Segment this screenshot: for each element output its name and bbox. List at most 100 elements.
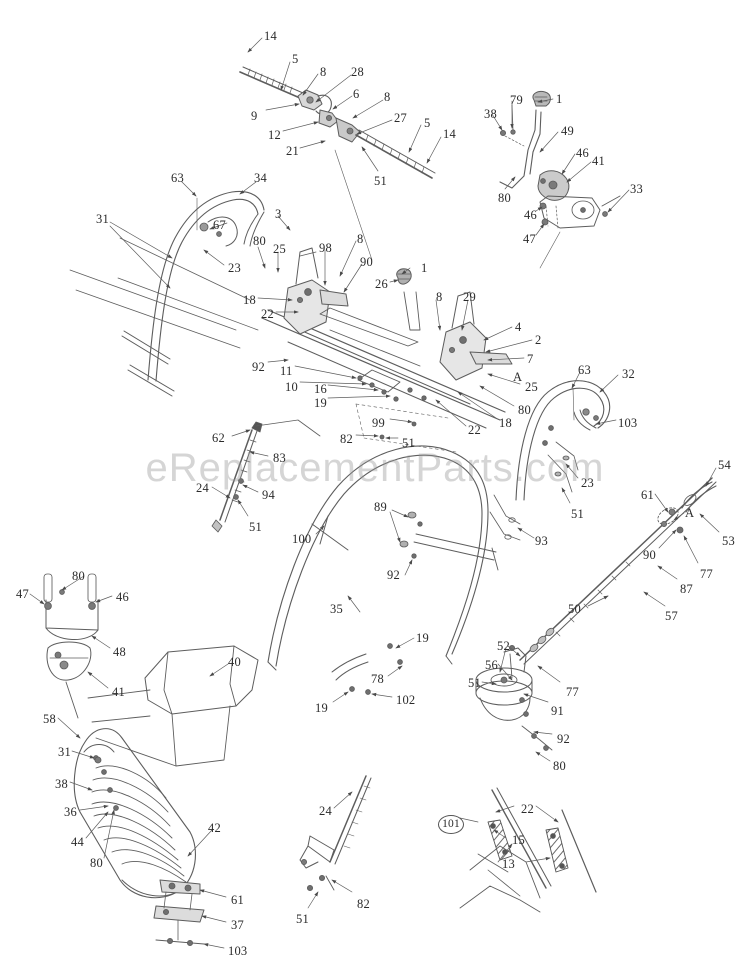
callout-label-103[interactable]: 103 <box>228 944 248 958</box>
callout-label-3[interactable]: 3 <box>275 207 282 221</box>
callout-label-47[interactable]: 47 <box>16 587 29 601</box>
callout-label-82[interactable]: 82 <box>357 897 370 911</box>
callout-label-29[interactable]: 29 <box>463 290 476 304</box>
callout-label-1[interactable]: 1 <box>556 92 563 106</box>
callout-label-92[interactable]: 92 <box>557 732 570 746</box>
callout-label-10[interactable]: 10 <box>285 380 298 394</box>
callout-label-9[interactable]: 9 <box>251 109 258 123</box>
callout-label-18[interactable]: 18 <box>499 416 512 430</box>
callout-label-89[interactable]: 89 <box>374 500 387 514</box>
callout-label-92[interactable]: 92 <box>387 568 400 582</box>
callout-label-91[interactable]: 91 <box>551 704 564 718</box>
callout-label-50[interactable]: 50 <box>568 602 581 616</box>
callout-label-52[interactable]: 52 <box>497 639 510 653</box>
callout-label-41[interactable]: 41 <box>112 685 125 699</box>
callout-label-51[interactable]: 51 <box>296 912 309 926</box>
callout-label-46[interactable]: 46 <box>116 590 129 604</box>
callout-label-5[interactable]: 5 <box>424 116 431 130</box>
callout-label-63[interactable]: 63 <box>578 363 591 377</box>
callout-label-80[interactable]: 80 <box>498 191 511 205</box>
callout-label-28[interactable]: 28 <box>351 65 364 79</box>
callout-label-31[interactable]: 31 <box>58 745 71 759</box>
callout-label-49[interactable]: 49 <box>561 124 574 138</box>
callout-label-36[interactable]: 36 <box>64 805 77 819</box>
callout-label-56[interactable]: 56 <box>485 658 498 672</box>
callout-label-80[interactable]: 80 <box>553 759 566 773</box>
callout-label-99[interactable]: 99 <box>372 416 385 430</box>
callout-label-5[interactable]: 5 <box>292 52 299 66</box>
callout-label-19[interactable]: 19 <box>315 701 328 715</box>
callout-label-51[interactable]: 51 <box>402 436 415 450</box>
callout-label-51[interactable]: 51 <box>249 520 262 534</box>
callout-label-2[interactable]: 2 <box>535 333 542 347</box>
callout-label-4[interactable]: 4 <box>515 320 522 334</box>
callout-label-A[interactable]: A <box>513 370 523 384</box>
callout-label-32[interactable]: 32 <box>622 367 635 381</box>
callout-label-8[interactable]: 8 <box>357 232 364 246</box>
callout-label-35[interactable]: 35 <box>330 602 343 616</box>
callout-label-19[interactable]: 19 <box>314 396 327 410</box>
callout-label-51[interactable]: 51 <box>571 507 584 521</box>
callout-label-47[interactable]: 47 <box>523 232 536 246</box>
callout-label-18[interactable]: 18 <box>243 293 256 307</box>
callout-label-61[interactable]: 61 <box>641 488 654 502</box>
callout-label-103[interactable]: 103 <box>618 416 638 430</box>
callout-label-25[interactable]: 25 <box>273 242 286 256</box>
callout-label-31[interactable]: 31 <box>96 212 109 226</box>
callout-label-7[interactable]: 7 <box>527 352 534 366</box>
circled-callout-label-101[interactable]: 101 <box>438 815 464 834</box>
callout-label-46[interactable]: 46 <box>576 146 589 160</box>
callout-label-54[interactable]: 54 <box>718 458 731 472</box>
callout-label-67[interactable]: 67 <box>213 218 226 232</box>
callout-label-90[interactable]: 90 <box>360 255 373 269</box>
callout-label-6[interactable]: 6 <box>353 87 360 101</box>
callout-label-57[interactable]: 57 <box>665 609 678 623</box>
callout-label-1[interactable]: 1 <box>421 261 428 275</box>
callout-label-38[interactable]: 38 <box>484 107 497 121</box>
callout-label-78[interactable]: 78 <box>371 672 384 686</box>
callout-label-90[interactable]: 90 <box>643 548 656 562</box>
callout-label-83[interactable]: 83 <box>273 451 286 465</box>
callout-label-14[interactable]: 14 <box>264 29 277 43</box>
callout-label-53[interactable]: 53 <box>722 534 735 548</box>
callout-label-46[interactable]: 46 <box>524 208 537 222</box>
callout-label-14[interactable]: 14 <box>443 127 456 141</box>
callout-label-87[interactable]: 87 <box>680 582 693 596</box>
callout-label-40[interactable]: 40 <box>228 655 241 669</box>
callout-label-27[interactable]: 27 <box>394 111 407 125</box>
callout-label-100[interactable]: 100 <box>292 532 312 546</box>
callout-label-61[interactable]: 61 <box>231 893 244 907</box>
callout-label-34[interactable]: 34 <box>254 171 267 185</box>
callout-label-8[interactable]: 8 <box>436 290 443 304</box>
callout-label-51[interactable]: 51 <box>468 676 481 690</box>
callout-label-24[interactable]: 24 <box>196 481 209 495</box>
callout-label-80[interactable]: 80 <box>518 403 531 417</box>
callout-label-15[interactable]: 15 <box>512 833 525 847</box>
callout-label-8[interactable]: 8 <box>320 65 327 79</box>
callout-label-37[interactable]: 37 <box>231 918 244 932</box>
callout-label-16[interactable]: 16 <box>314 382 327 396</box>
callout-label-22[interactable]: 22 <box>261 307 274 321</box>
callout-label-12[interactable]: 12 <box>268 128 281 142</box>
callout-label-80[interactable]: 80 <box>90 856 103 870</box>
callout-label-63[interactable]: 63 <box>171 171 184 185</box>
callout-label-22[interactable]: 22 <box>468 423 481 437</box>
callout-label-51[interactable]: 51 <box>374 174 387 188</box>
callout-label-82[interactable]: 82 <box>340 432 353 446</box>
callout-label-80[interactable]: 80 <box>72 569 85 583</box>
callout-label-22[interactable]: 22 <box>521 802 534 816</box>
callout-label-11[interactable]: 11 <box>280 364 293 378</box>
callout-label-94[interactable]: 94 <box>262 488 275 502</box>
callout-label-42[interactable]: 42 <box>208 821 221 835</box>
callout-label-77[interactable]: 77 <box>566 685 579 699</box>
callout-label-62[interactable]: 62 <box>212 431 225 445</box>
callout-label-98[interactable]: 98 <box>319 241 332 255</box>
callout-label-13[interactable]: 13 <box>502 857 515 871</box>
callout-label-26[interactable]: 26 <box>375 277 388 291</box>
callout-label-33[interactable]: 33 <box>630 182 643 196</box>
callout-label-77[interactable]: 77 <box>700 567 713 581</box>
callout-label-19[interactable]: 19 <box>416 631 429 645</box>
callout-label-102[interactable]: 102 <box>396 693 416 707</box>
callout-label-92[interactable]: 92 <box>252 360 265 374</box>
callout-label-A[interactable]: A <box>685 506 695 520</box>
